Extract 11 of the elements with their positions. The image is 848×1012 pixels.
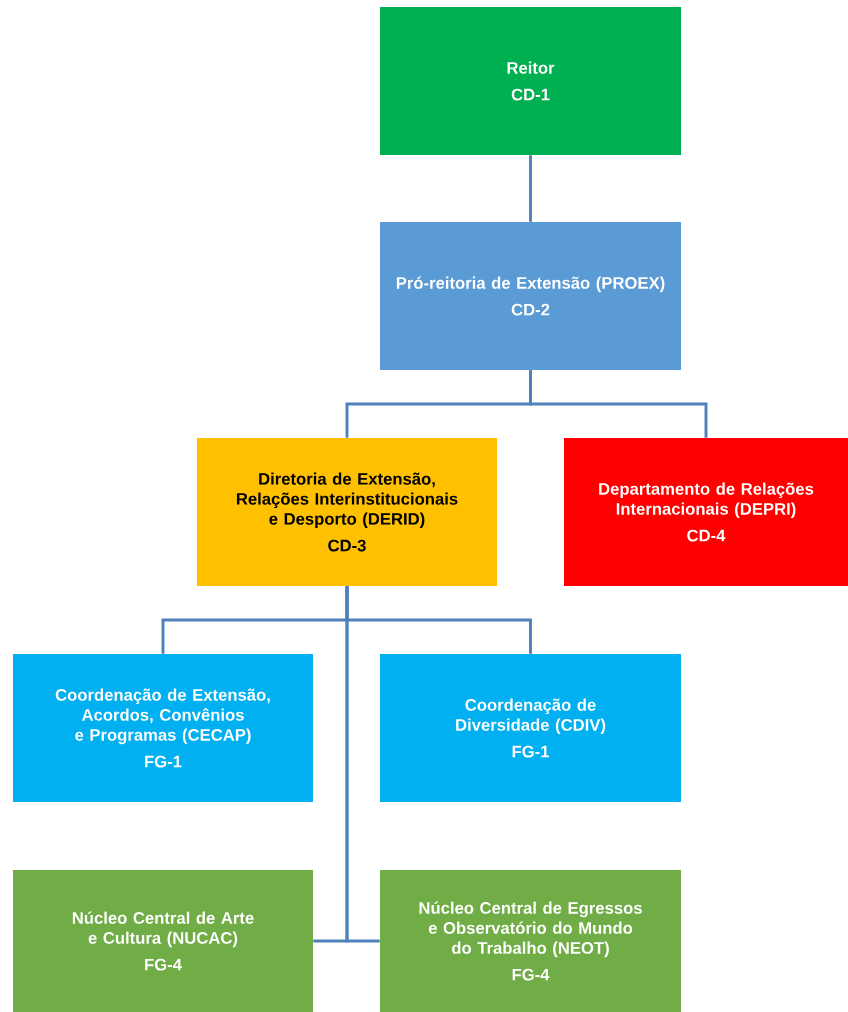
- org-box: Pró-reitoria de Extensão (PROEX) CD-2: [380, 222, 681, 370]
- org-box: Reitor CD-1: [380, 7, 681, 155]
- org-box: Diretoria de Extensão, Relações Interinstitucionais e Desporto (DERID) CD-3: [197, 438, 497, 586]
- connector-line: [345, 586, 380, 943]
- connector-line: [529, 155, 532, 222]
- org-box: Departamento de Relações Internacionais (DEPRI) CD-4: [564, 438, 848, 586]
- org-box: Núcleo Central de Egressos e Observatório do Mundo do Trabalho (NEOT) FG-4: [380, 870, 681, 1012]
- org-box: Núcleo Central de Arte e Cultura (NUCAC) FG-4: [13, 870, 313, 1012]
- org-box: Coordenação de Diversidade (CDIV) FG-1: [380, 654, 681, 802]
- org-box: Coordenação de Extensão, Acordos, Convênios e Programas (CECAP) FG-1: [13, 654, 313, 802]
- connector-line: [529, 370, 708, 438]
